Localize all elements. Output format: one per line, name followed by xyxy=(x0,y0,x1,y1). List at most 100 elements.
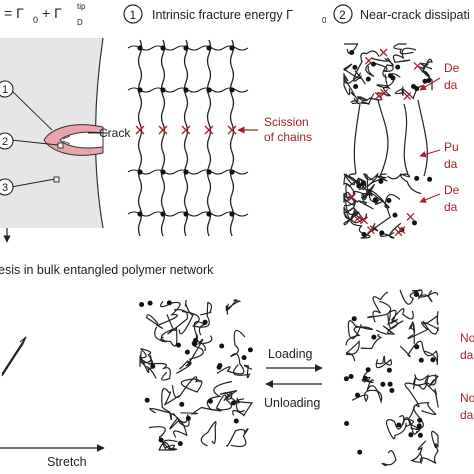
polymer-strand xyxy=(381,450,397,467)
crosslink-node xyxy=(183,87,189,93)
step2-circle xyxy=(333,4,353,24)
polymer-strand xyxy=(176,335,213,374)
polymer-strand xyxy=(226,428,249,448)
crosslink-node xyxy=(362,375,368,381)
step2-label: Near-crack dissipati xyxy=(360,8,470,22)
scission-mark xyxy=(227,125,237,135)
polymer-strand xyxy=(225,299,241,315)
marker-3-circle xyxy=(0,178,14,196)
equation-sup-tip: tip xyxy=(77,2,86,11)
crosslink-node xyxy=(408,432,414,438)
crosslink-node xyxy=(378,178,384,184)
crosslink-node xyxy=(348,374,354,379)
crosslink-node xyxy=(229,211,235,217)
polymer-strand xyxy=(345,320,373,346)
crosslink-node xyxy=(426,78,432,84)
hysteresis-tip xyxy=(19,336,27,347)
crosslink-node xyxy=(206,45,212,51)
hysteresis-load-curve xyxy=(1,336,27,375)
bottom-title: esis in bulk entangled polymer network xyxy=(0,263,214,277)
crosslink-node xyxy=(343,376,349,382)
polymer-strand xyxy=(148,426,176,451)
scission-label-2: of chains xyxy=(264,130,312,144)
scission-mark xyxy=(406,212,415,221)
near-crack-network xyxy=(342,43,433,239)
damage-top-label-2: da xyxy=(444,78,458,92)
polymer-strand xyxy=(206,380,233,411)
crosslink-node xyxy=(356,183,362,189)
polymer-strand xyxy=(146,300,181,329)
crack: Crack xyxy=(43,124,131,156)
polymer-strand xyxy=(371,57,394,79)
crosslink-node xyxy=(389,388,395,393)
polymer-strand xyxy=(404,418,423,435)
crosslink-node xyxy=(202,319,208,325)
crosslink-node xyxy=(355,392,360,398)
crosslink-node xyxy=(179,401,185,407)
polymer-strand xyxy=(394,85,427,100)
crosslink-node xyxy=(183,45,189,51)
crosslink-node xyxy=(387,73,393,79)
polymer-strand xyxy=(367,300,398,326)
marker-1-circle xyxy=(0,80,14,98)
crosslink-node xyxy=(370,61,376,67)
crosslink-node xyxy=(353,84,359,89)
crosslink-node xyxy=(137,211,143,217)
crosslink-node xyxy=(229,45,235,51)
bottom-right-annotations: No da No da xyxy=(460,331,474,422)
header-equation: = Γ 0 + Γ tip D xyxy=(4,2,86,27)
polymer-strand xyxy=(342,63,366,85)
crosslink-node xyxy=(183,169,189,175)
step2-heading: 2 Near-crack dissipati xyxy=(333,4,470,24)
marker-2-leader xyxy=(10,139,59,146)
polymer-strand xyxy=(139,348,157,379)
crosslink-node xyxy=(417,432,423,438)
crosslink-node xyxy=(160,45,166,51)
polymer-strand xyxy=(418,58,433,91)
scission-mark xyxy=(374,92,383,100)
crosslink-node xyxy=(427,176,433,182)
hysteresis-unload-curve xyxy=(1,344,23,377)
polymer-strand xyxy=(193,321,206,346)
polymer-strand xyxy=(219,389,245,413)
crosslink-node xyxy=(365,76,371,82)
crosslink-node xyxy=(414,86,420,92)
polymer-strand xyxy=(399,289,439,305)
crosslink-node xyxy=(396,422,402,428)
polymer-strand xyxy=(413,402,437,430)
polymer-strand xyxy=(350,93,375,105)
crack-label: Crack xyxy=(99,126,131,140)
polymer-strand xyxy=(353,95,383,102)
polymer-strand xyxy=(360,333,383,350)
parallel-chains xyxy=(127,39,249,237)
crosslink-node xyxy=(160,169,166,175)
pulled-chain xyxy=(377,99,389,177)
crosslink-node xyxy=(416,423,422,429)
crosslink-node xyxy=(147,300,153,306)
crosslink-node xyxy=(229,87,235,93)
stretch-label: Stretch xyxy=(47,455,87,469)
crosslink-node xyxy=(184,349,190,355)
chain xyxy=(229,39,235,237)
scission-label-1: Scission xyxy=(264,115,309,129)
polymer-strand xyxy=(180,394,227,415)
crosslink-node xyxy=(371,334,377,340)
crack-opening xyxy=(59,131,104,149)
crack-bridge-line xyxy=(62,140,71,145)
crosslink-node xyxy=(380,381,386,387)
crosslink-node xyxy=(144,397,150,403)
crosslink-node xyxy=(185,415,191,421)
loading-label: Loading xyxy=(268,347,313,361)
right-annotations: De da Pu da De da xyxy=(419,61,460,214)
scission-mark xyxy=(204,125,214,135)
step1-label: Intrinsic fracture energy Γ xyxy=(152,8,293,22)
polymer-strand xyxy=(233,364,253,379)
polymer-strand xyxy=(372,291,389,323)
scission-mark xyxy=(397,226,406,235)
damage-top-label-1: De xyxy=(444,61,460,75)
marker-3-leader xyxy=(10,178,56,188)
crosslink-node xyxy=(413,292,419,297)
scission-mark xyxy=(135,125,145,135)
chain xyxy=(206,39,212,237)
crosslink-node xyxy=(349,50,355,55)
